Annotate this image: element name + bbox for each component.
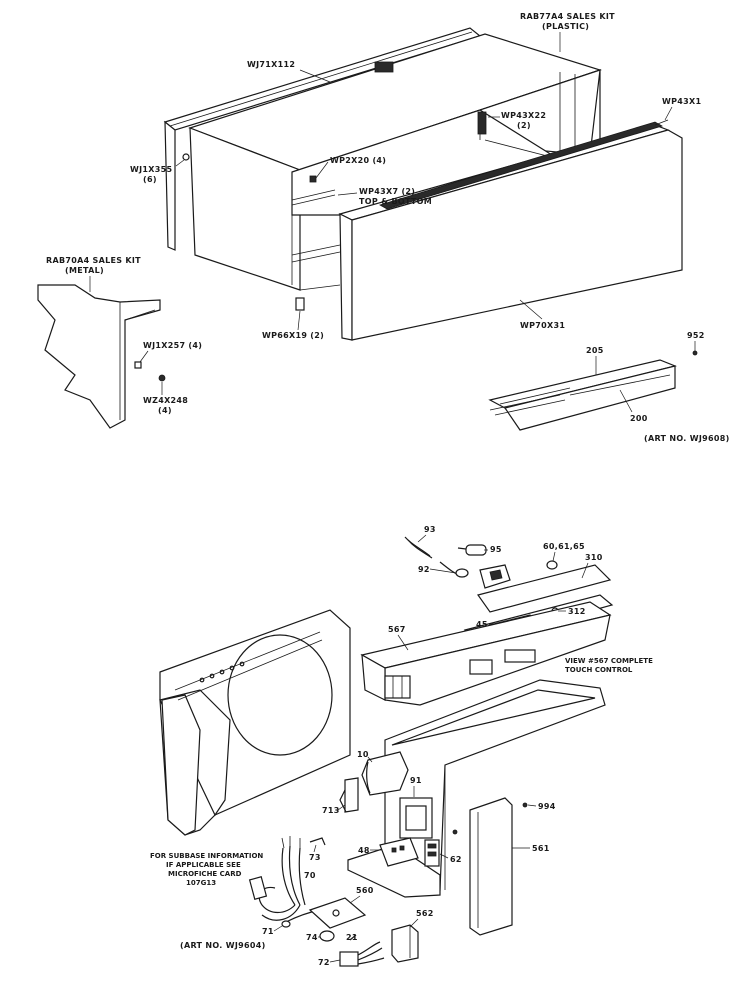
label-wp43x1: WP43X1: [662, 97, 701, 106]
label-wp2x20: WP2X20 (4): [330, 156, 386, 165]
label-48: 48: [358, 846, 370, 855]
label-subbase-line2: IF APPLICABLE SEE: [166, 861, 241, 869]
label-wp66x19: WP66X19 (2): [262, 331, 324, 340]
cover-panel-561: [469, 797, 513, 936]
label-71: 71: [262, 927, 274, 936]
label-93: 93: [424, 525, 436, 534]
top-assembly: RAB77A4 SALES KIT (PLASTIC) WJ71X112 WP4…: [37, 12, 730, 443]
label-21: 21: [346, 933, 358, 942]
control-box-tray: [347, 679, 606, 898]
label-713: 713: [322, 806, 340, 815]
label-rab77a4-line2: (PLASTIC): [542, 22, 589, 31]
label-91: 91: [410, 776, 422, 785]
label-72: 72: [318, 958, 330, 967]
touch-control-567: [360, 601, 612, 706]
label-rab70a4-line2: (METAL): [65, 266, 104, 275]
cabinet-box: [188, 33, 602, 291]
label-70: 70: [304, 871, 316, 880]
label-74: 74: [306, 933, 318, 942]
slide-rail-assembly: [488, 359, 677, 431]
bottom-assembly: 93 95 92 60,61,65 310 567 312 45 VIEW #5…: [150, 525, 653, 967]
label-rab77a4-line1: RAB77A4 SALES KIT: [520, 12, 615, 21]
metal-side-kit-rab70a4: [37, 284, 161, 429]
chassis-plate: [159, 609, 351, 836]
label-567: 567: [388, 625, 406, 634]
label-205: 205: [586, 346, 604, 355]
label-rab70a4-line1: RAB70A4 SALES KIT: [46, 256, 141, 265]
label-view567-line2: TOUCH CONTROL: [565, 666, 633, 674]
label-wz4x248-line1: WZ4X248: [143, 396, 188, 405]
label-562: 562: [416, 909, 434, 918]
label-wj1x355-line2: (6): [143, 175, 157, 184]
label-310: 310: [585, 553, 603, 562]
label-art-bottom: (ART NO. WJ9604): [180, 941, 266, 950]
label-92: 92: [418, 565, 430, 574]
label-wp43x22-line2: (2): [517, 121, 531, 130]
label-subbase-line1: FOR SUBBASE INFORMATION: [150, 852, 263, 860]
label-95: 95: [490, 545, 502, 554]
label-561: 561: [532, 844, 550, 853]
label-10: 10: [357, 750, 369, 759]
label-wz4x248-line2: (4): [158, 406, 172, 415]
label-wp43x22-line1: WP43X22: [501, 111, 546, 120]
label-560: 560: [356, 886, 374, 895]
label-wj1x355-line1: WJ1X355: [130, 165, 172, 174]
label-wp43x7-line1: WP43X7 (2): [359, 187, 415, 196]
label-subbase-line3: MICROFICHE CARD: [168, 870, 242, 878]
front-panel-wp70x31: [338, 119, 683, 341]
label-art-top: (ART NO. WJ9608): [644, 434, 730, 443]
label-200: 200: [630, 414, 648, 423]
label-45: 45: [476, 620, 488, 629]
label-wj71x112: WJ71X112: [247, 60, 295, 69]
label-wp70x31: WP70X31: [520, 321, 565, 330]
label-312: 312: [568, 607, 586, 616]
power-cord-70: [248, 836, 306, 921]
label-73: 73: [309, 853, 321, 862]
label-952: 952: [687, 331, 705, 340]
label-wp43x7-line2: TOP & BOTTOM: [359, 197, 432, 206]
label-view567-line1: VIEW #567 COMPLETE: [565, 657, 653, 665]
label-62: 62: [450, 855, 462, 864]
label-60-61-65: 60,61,65: [543, 542, 585, 551]
label-994: 994: [538, 802, 556, 811]
label-subbase-line4: 107G13: [186, 879, 216, 887]
label-wj1x257: WJ1X257 (4): [143, 341, 202, 350]
